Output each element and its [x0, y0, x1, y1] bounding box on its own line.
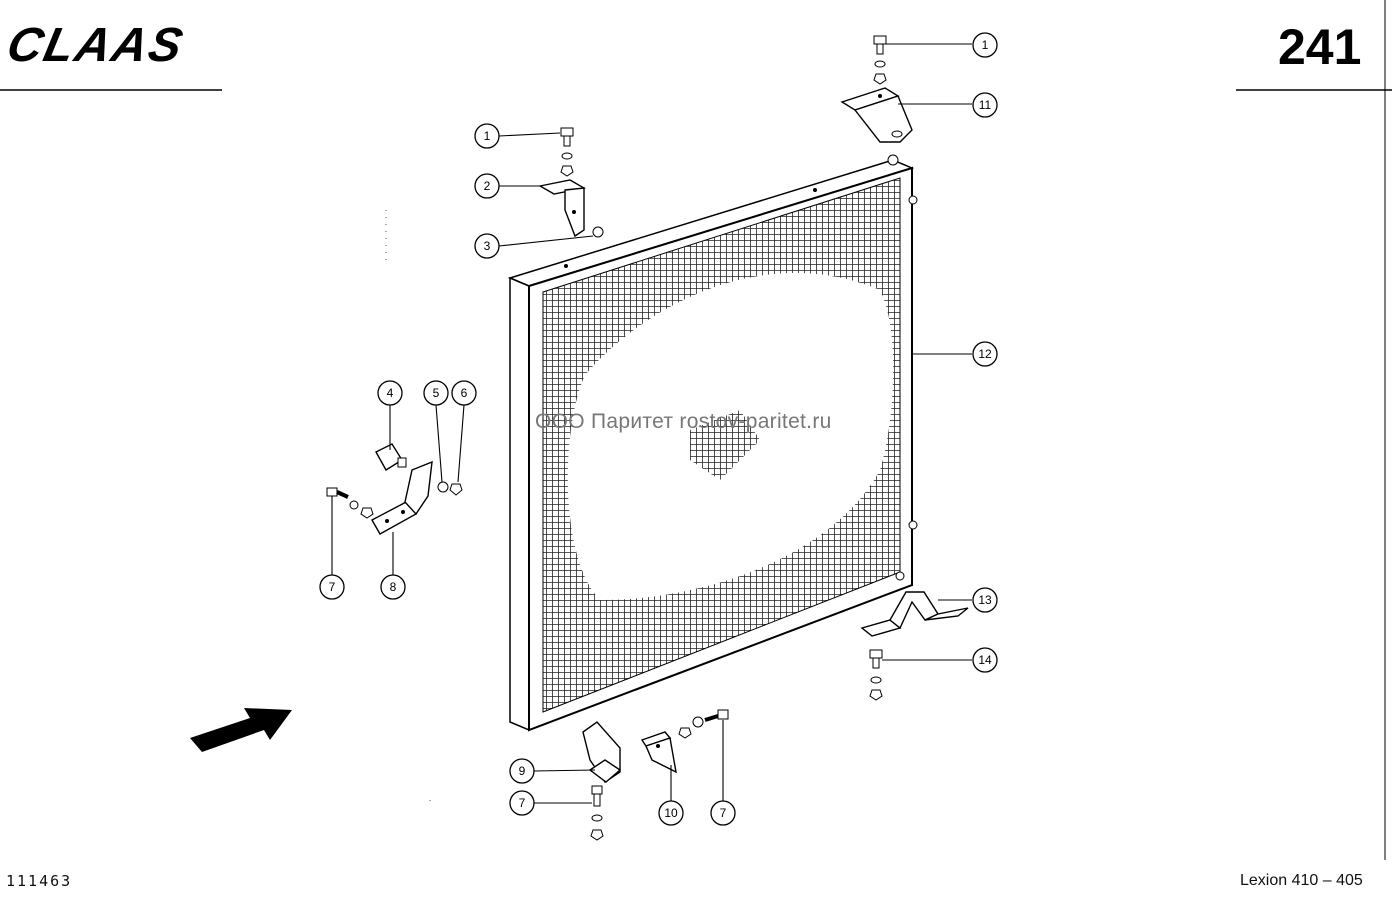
callout-14: 14: [972, 647, 998, 673]
svg-text:13: 13: [978, 593, 992, 607]
svg-text:8: 8: [390, 580, 397, 594]
callout-9: 9: [509, 758, 535, 784]
bracket-part-2: [538, 179, 586, 238]
rubber-mount-part-4: [375, 443, 407, 471]
pin-part-3: [592, 226, 604, 238]
svg-text:2: 2: [484, 179, 491, 193]
callout-7-left: 7: [319, 574, 345, 600]
bracket-part-10: [640, 731, 677, 774]
washer-part-5: [437, 481, 449, 493]
svg-text:10: 10: [664, 806, 678, 820]
bracket-part-11: [840, 87, 913, 143]
nut-part-6: [449, 483, 463, 496]
bolt-part-7-right: [678, 709, 729, 739]
callout-8: 8: [380, 574, 406, 600]
callout-11: 11: [972, 92, 998, 118]
svg-text:6: 6: [461, 386, 468, 400]
callout-3: 3: [474, 233, 500, 259]
drawing-number: 111463: [6, 872, 73, 890]
svg-text:5: 5: [433, 386, 440, 400]
callout-6: 6: [451, 380, 477, 406]
callout-13: 13: [972, 587, 998, 613]
callout-5: 5: [423, 380, 449, 406]
svg-text:12: 12: [978, 347, 992, 361]
svg-text:7: 7: [329, 580, 336, 594]
watermark: ООО Паритет rostov-paritet.ru: [535, 410, 832, 433]
bracket-part-13: [860, 591, 969, 637]
svg-text:7: 7: [519, 796, 526, 810]
callout-10: 10: [658, 800, 684, 826]
bolt-part-7-left: [326, 487, 374, 519]
callout-1-top: 1: [972, 32, 998, 58]
bracket-part-9: [582, 721, 622, 783]
callout-7-right: 7: [710, 800, 736, 826]
svg-text:1: 1: [484, 129, 491, 143]
svg-text:7: 7: [720, 806, 727, 820]
page-number: 241: [1278, 19, 1362, 75]
svg-text:11: 11: [979, 98, 992, 112]
travel-direction-arrow: [190, 708, 292, 752]
bolt-part-1-left: [560, 127, 574, 177]
svg-text:14: 14: [978, 653, 992, 667]
model-label: Lexion 410 – 405: [1240, 872, 1363, 889]
callout-1-left: 1: [474, 123, 500, 149]
svg-text:9: 9: [519, 764, 526, 778]
svg-text:3: 3: [484, 239, 491, 253]
svg-text:4: 4: [387, 386, 394, 400]
callout-2: 2: [474, 173, 500, 199]
callout-7-bottom: 7: [509, 790, 535, 816]
svg-text:1: 1: [982, 38, 989, 52]
bolt-part-1-top: [873, 35, 887, 85]
bolt-part-14: [869, 649, 883, 701]
leader-lines: [331, 43, 972, 804]
bracket-part-8: [371, 460, 433, 535]
radiator-part-12: [507, 154, 918, 732]
callout-12: 12: [972, 341, 998, 367]
callout-4: 4: [377, 380, 403, 406]
bolt-part-7-bottom: [590, 785, 604, 841]
